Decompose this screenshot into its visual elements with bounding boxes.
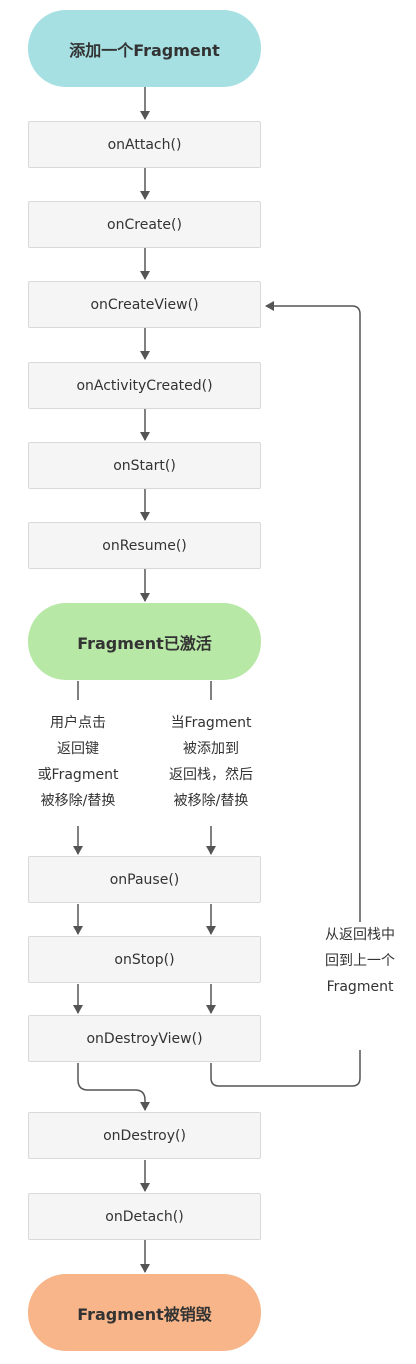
right-branch-line-1: 当Fragment [170, 715, 252, 731]
on-destroy-view-node: onDestroyView() [28, 1015, 261, 1062]
on-create-view-label: onCreateView() [90, 296, 199, 313]
back-stack-return-label: 从返回栈中 回到上一个 Fragment [306, 922, 414, 1000]
add-fragment-label: 添加一个Fragment [69, 40, 220, 60]
fragment-destroyed-label: Fragment被销毁 [77, 1304, 212, 1324]
on-pause-node: onPause() [28, 856, 261, 903]
add-fragment-node: 添加一个Fragment [28, 10, 261, 87]
on-resume-node: onResume() [28, 522, 261, 569]
right-branch-line-2: 被添加到 [183, 741, 239, 757]
on-create-node: onCreate() [28, 201, 261, 248]
left-branch-line-2: 返回键 [57, 741, 99, 757]
fragment-destroyed-node: Fragment被销毁 [28, 1274, 261, 1351]
on-destroy-node: onDestroy() [28, 1112, 261, 1159]
left-branch-line-1: 用户点击 [50, 715, 106, 731]
on-start-label: onStart() [113, 457, 176, 474]
arrow-back-stack-return-upper [265, 301, 361, 922]
on-pause-label: onPause() [109, 871, 180, 888]
arrow-back-stack-return [210, 1050, 361, 1087]
on-destroy-view-label: onDestroyView() [86, 1030, 203, 1047]
back-stack-line-3: Fragment [326, 979, 394, 995]
right-branch-line-4: 被移除/替换 [173, 793, 249, 809]
on-create-label: onCreate() [107, 216, 182, 233]
left-branch-label: 用户点击 返回键 或Fragment 被移除/替换 [14, 710, 142, 814]
right-branch-label: 当Fragment 被添加到 返回栈，然后 被移除/替换 [148, 710, 274, 814]
back-stack-line-2: 回到上一个 [325, 953, 395, 969]
left-branch-line-4: 被移除/替换 [40, 793, 116, 809]
on-start-node: onStart() [28, 442, 261, 489]
fragment-active-node: Fragment已激活 [28, 603, 261, 680]
on-detach-node: onDetach() [28, 1193, 261, 1240]
on-destroy-label: onDestroy() [103, 1127, 186, 1144]
arrow-ondestroyview-to-ondestroy [77, 1063, 150, 1111]
on-create-view-node: onCreateView() [28, 281, 261, 328]
on-activity-created-node: onActivityCreated() [28, 362, 261, 409]
on-resume-label: onResume() [102, 537, 187, 554]
fragment-active-label: Fragment已激活 [77, 633, 212, 653]
on-detach-label: onDetach() [105, 1208, 184, 1225]
on-stop-label: onStop() [114, 951, 175, 968]
on-attach-label: onAttach() [107, 136, 182, 153]
back-stack-line-1: 从返回栈中 [325, 927, 395, 943]
on-attach-node: onAttach() [28, 121, 261, 168]
right-branch-line-3: 返回栈，然后 [169, 767, 253, 783]
on-stop-node: onStop() [28, 936, 261, 983]
on-activity-created-label: onActivityCreated() [76, 377, 213, 394]
left-branch-line-3: 或Fragment [37, 767, 119, 783]
